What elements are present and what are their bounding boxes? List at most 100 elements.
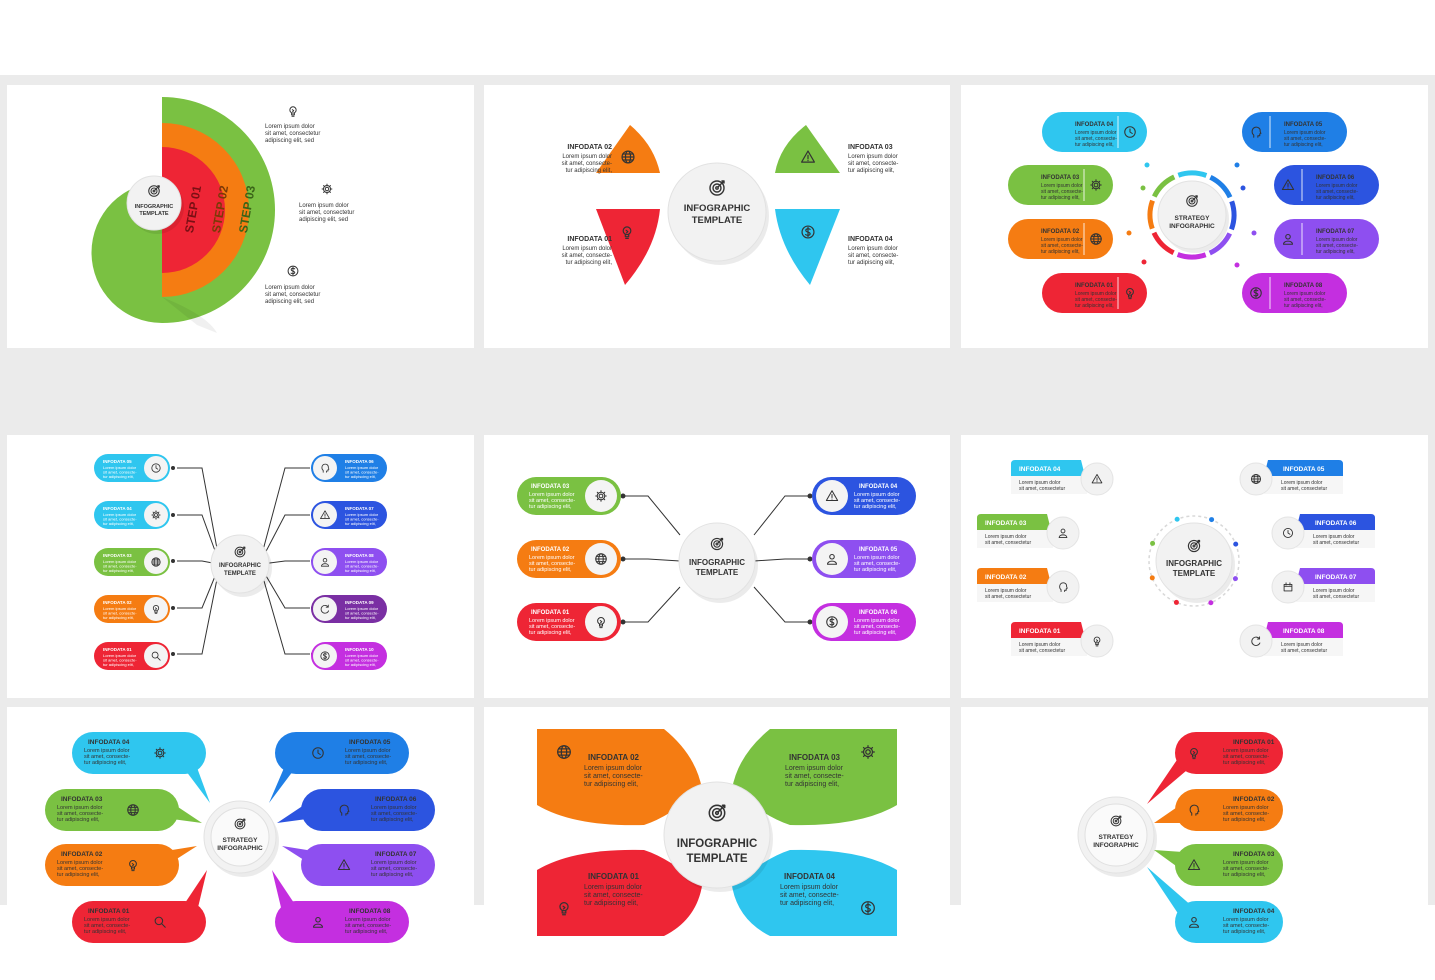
infodata-title: INFODATA 02 <box>985 574 1027 581</box>
infodata-title: INFODATA 07 <box>345 506 374 511</box>
body-text: tur adipiscing elit, <box>1223 817 1266 823</box>
body-text: tur adipiscing elit, <box>57 872 100 878</box>
body-text: sit amet, consecte- <box>529 624 575 630</box>
body-text: tur adipiscing elit, <box>854 504 897 510</box>
body-text: sit amet, consecte- <box>1075 297 1117 303</box>
clock-icon <box>1282 527 1294 539</box>
body-text: Lorem ipsum dolor <box>345 512 379 517</box>
infodata-title: INFODATA 04 <box>88 739 130 746</box>
segment-ring <box>1147 170 1237 260</box>
body-text: sit amet, consectetur <box>1313 540 1359 546</box>
gear-icon <box>861 745 875 759</box>
body-text: Lorem ipsum dolor <box>345 465 379 470</box>
body-text: sit amet, consecte- <box>103 658 137 663</box>
center-title: STRATEGY <box>223 837 259 844</box>
body-text: sit amet, consecte- <box>1284 136 1326 142</box>
body-text: tur adipiscing elit, <box>854 567 897 573</box>
body-text: Lorem ipsum dolor <box>345 559 379 564</box>
body-text: Lorem ipsum dolor <box>529 618 575 624</box>
body-text: Lorem ipsum dolor <box>1075 291 1117 297</box>
user-icon <box>1188 916 1200 928</box>
body-text: Lorem ipsum dolor <box>1075 130 1117 136</box>
body-text: tur adipiscing elit, <box>345 662 376 667</box>
globe-icon <box>595 553 607 565</box>
infodata-title: INFODATA 08 <box>345 553 374 558</box>
body-text: Lorem ipsum dolor <box>1284 130 1326 136</box>
globe-icon <box>127 804 139 816</box>
body-text: tur adipiscing elit, <box>1041 195 1080 201</box>
body-text: sit amet, consecte- <box>345 754 391 760</box>
body-text: sit amet, consecte- <box>84 923 130 929</box>
head-icon <box>1189 804 1200 816</box>
body-text: Lorem ipsum dolor <box>1223 917 1269 923</box>
body-text: Lorem ipsum dolor <box>848 246 898 252</box>
calendar-icon <box>1283 582 1293 592</box>
body-text: sit amet, consecte- <box>854 498 900 504</box>
dotted-ring <box>1148 515 1240 607</box>
infodata-title: INFODATA 02 <box>531 547 570 553</box>
body-text: Lorem ipsum dolor <box>985 534 1027 540</box>
body-text: sit amet, consecte- <box>854 561 900 567</box>
body-text: sit amet, consecte- <box>785 773 844 780</box>
body-text: sit amet, consecte- <box>562 253 612 259</box>
user-icon <box>1058 528 1068 539</box>
infodata-title: INFODATA 04 <box>859 484 898 490</box>
body-text: sit amet, consecte- <box>84 754 130 760</box>
infodata-title: INFODATA 01 <box>588 872 640 881</box>
warning-icon <box>1091 473 1103 484</box>
body-text: adipiscing elit, sed <box>265 299 314 305</box>
clock-icon <box>312 747 324 759</box>
infodata-title: INFODATA 03 <box>985 520 1027 527</box>
body-text: Lorem ipsum dolor <box>785 765 844 772</box>
warning-icon <box>1281 179 1295 191</box>
body-text: Lorem ipsum dolor <box>1041 237 1083 243</box>
body-text: sit amet, consectetur <box>299 210 354 216</box>
infodata-title: INFODATA 05 <box>1284 122 1323 128</box>
target-icon <box>709 180 725 196</box>
body-text: tur adipiscing elit, <box>345 615 376 620</box>
body-text: Lorem ipsum dolor <box>371 805 417 811</box>
body-text: Lorem ipsum dolor <box>848 154 898 160</box>
body-text: Lorem ipsum dolor <box>103 653 137 658</box>
body-text: Lorem ipsum dolor <box>854 555 900 561</box>
body-text: sit amet, consecte- <box>584 773 643 780</box>
body-text: tur adipiscing elit, <box>103 568 134 573</box>
target-icon <box>234 818 246 830</box>
center-title: INFOGRAPHIC <box>684 203 751 214</box>
target-icon <box>710 537 724 551</box>
center-title: INFOGRAPHIC <box>1166 559 1222 568</box>
body-text: tur adipiscing elit, <box>84 929 127 935</box>
body-text: sit amet, consecte- <box>345 611 379 616</box>
gear-icon <box>1090 179 1102 191</box>
body-text: Lorem ipsum dolor <box>345 917 391 923</box>
body-text: sit amet, consecte- <box>57 811 103 817</box>
infodata-title: INFODATA 02 <box>103 600 132 605</box>
center-title: INFOGRAPHIC <box>217 845 263 852</box>
center-circle <box>1157 180 1229 253</box>
body-text: tur adipiscing elit, <box>84 760 127 766</box>
body-text: sit amet, consecte- <box>780 892 839 899</box>
body-text: sit amet, consecte- <box>584 892 643 899</box>
infodata-title: INFODATA 07 <box>1315 574 1357 581</box>
gear-icon <box>595 490 607 502</box>
body-text: tur adipiscing elit, <box>1223 929 1266 935</box>
body-text: Lorem ipsum dolor <box>562 154 612 160</box>
